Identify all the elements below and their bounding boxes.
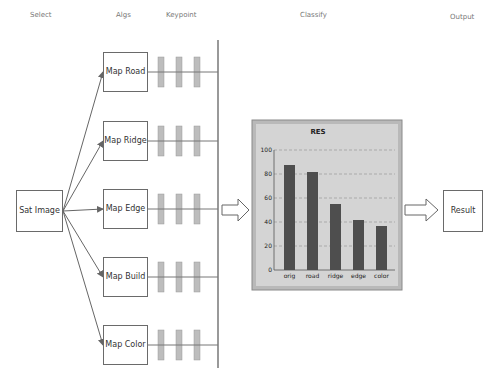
axis-tick: 0 [254, 267, 272, 274]
box-label: Map Ridge [104, 136, 146, 145]
column-header: Output [450, 14, 474, 22]
axis-tick: 80 [254, 171, 272, 178]
box-label: Result [451, 206, 476, 215]
algorithm-box: Map Edge [103, 189, 148, 229]
flow-arrow [63, 72, 103, 211]
flow-arrow [63, 209, 103, 211]
algorithm-box: Map Build [103, 257, 148, 297]
box-label: Sat Image [19, 206, 60, 215]
box-label: Map Edge [106, 204, 146, 213]
axis-tick: 40 [254, 219, 272, 226]
algorithm-box: Map Road [103, 52, 148, 92]
box-label: Map Build [106, 272, 146, 281]
axis-tick: 20 [254, 243, 272, 250]
flow-arrow [63, 141, 103, 211]
bar-label: edge [347, 273, 370, 280]
column-header: Keypoint [166, 12, 197, 20]
algorithm-box: Map Ridge [103, 121, 148, 161]
output-box: Result [443, 190, 483, 232]
input-box: Sat Image [16, 190, 63, 232]
bar-label: color [370, 273, 393, 280]
axis-tick: 60 [254, 195, 272, 202]
bar-label: road [301, 273, 324, 280]
algorithm-box: Map Color [103, 325, 148, 365]
column-header: Classify [300, 12, 327, 20]
column-header: Algs [116, 12, 131, 20]
flow-arrow [63, 211, 103, 277]
box-label: Map Road [106, 67, 146, 76]
bar-label: ridge [324, 273, 347, 280]
column-header: Select [30, 12, 52, 20]
flow-arrow [63, 211, 103, 345]
chart-title: RES [310, 129, 325, 137]
axis-tick: 100 [254, 147, 272, 154]
box-label: Map Color [105, 340, 145, 349]
bar-label: orig [278, 273, 301, 280]
